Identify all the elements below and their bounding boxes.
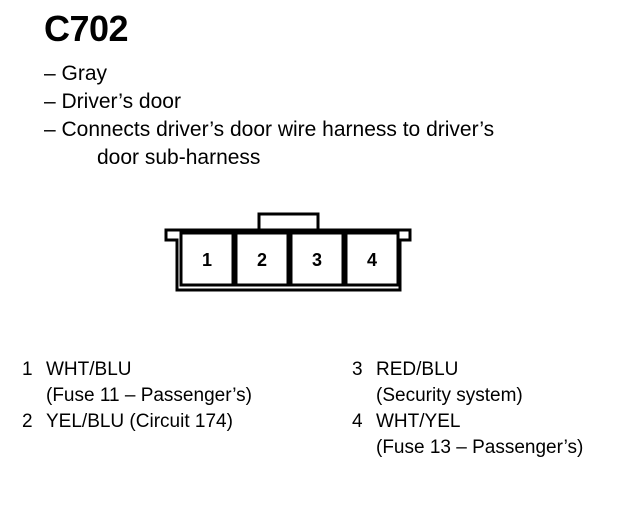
pin-entry-3: 3 RED/BLU (Security system) (352, 357, 583, 409)
pin-circuit-info: (Fuse 13 – Passenger’s) (376, 437, 584, 458)
pin-entry-1: 1 WHT/BLU (Fuse 11 – Passenger’s) (22, 357, 252, 409)
pin-wire-color: WHT/YEL (376, 411, 461, 432)
pin-number: 3 (352, 359, 363, 380)
note-color: – Gray (44, 62, 108, 85)
pin-wire-color: YEL/BLU (Circuit 174) (46, 411, 233, 432)
pin-cavity-label: 1 (202, 250, 212, 270)
pin-entry-4: 4 WHT/YEL (Fuse 13 – Passenger’s) (352, 409, 583, 461)
note-location: – Driver’s door (44, 90, 181, 113)
pin-number: 2 (22, 411, 33, 432)
connector-lock-tab (257, 212, 320, 230)
pin-wire-color: WHT/BLU (46, 359, 132, 380)
pin-cavity-label: 4 (367, 250, 377, 270)
connector-title: C702 (44, 8, 129, 49)
pin-cavity-label: 3 (312, 250, 322, 270)
pin-cavity-3 (289, 231, 345, 287)
pin-cavity-1 (179, 231, 235, 287)
pin-number: 4 (352, 411, 363, 432)
connector-housing (164, 228, 412, 292)
pin-list-right: 3 RED/BLU (Security system) 4 WHT/YEL (F… (352, 357, 583, 461)
pin-circuit-info: (Fuse 11 – Passenger’s) (46, 385, 252, 406)
pin-cavity-4 (344, 231, 400, 287)
pin-cavity-label: 2 (257, 250, 267, 270)
pin-circuit-info: (Security system) (376, 385, 523, 406)
note-connection: – Connects driver’s door wire harness to… (44, 118, 495, 141)
pin-list-left: 1 WHT/BLU (Fuse 11 – Passenger’s) 2 YEL/… (22, 357, 252, 435)
connector-notes: – Gray – Driver’s door – Connects driver… (44, 60, 494, 172)
pin-entry-2: 2 YEL/BLU (Circuit 174) (22, 409, 252, 435)
note-connection-continued: door sub-harness (97, 146, 261, 169)
pin-number: 1 (22, 359, 33, 380)
pin-wire-color: RED/BLU (376, 359, 459, 380)
pin-cavity-2 (234, 231, 290, 287)
